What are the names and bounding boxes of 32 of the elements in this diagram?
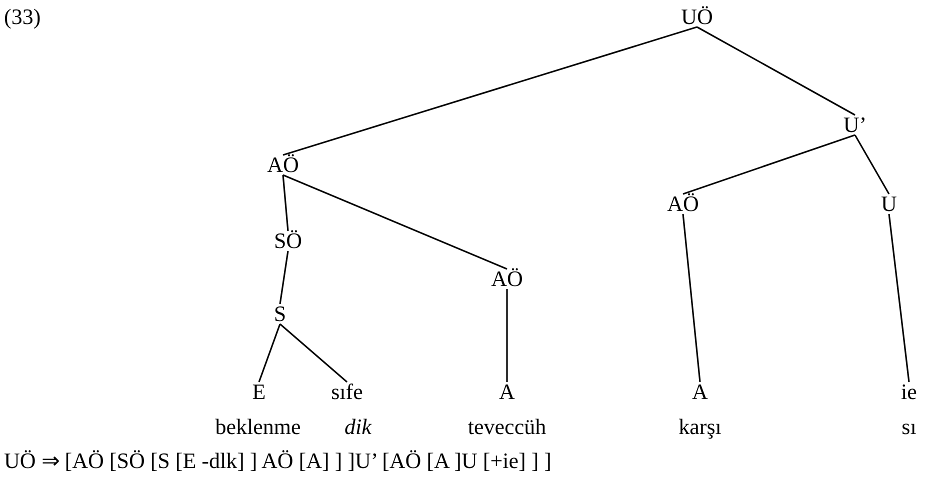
tree-branch (279, 250, 289, 304)
tree-node-label: A (692, 380, 708, 404)
gloss-word: karşı (678, 415, 722, 439)
tree-node-label: S (274, 302, 286, 326)
tree-branch (696, 26, 856, 116)
gloss-word: dik (344, 415, 372, 439)
tree-node-label: sıfe (331, 380, 363, 404)
tree-branch (682, 134, 856, 195)
gloss-word: teveccüh (468, 415, 546, 439)
tree-branch (279, 323, 348, 383)
tree-branch (854, 134, 890, 194)
tree-node-label: AÖ (667, 192, 699, 216)
tree-node-label: AÖ (491, 267, 523, 291)
tree-branch (282, 26, 698, 156)
tree-node-label: A (499, 380, 515, 404)
tree-node-label: ie (901, 380, 917, 404)
tree-branch (258, 324, 281, 382)
tree-node-label: E (252, 380, 266, 404)
tree-branch (282, 174, 289, 232)
gloss-word: beklenme (215, 415, 301, 439)
tree-node-label: SÖ (274, 229, 302, 253)
tree-node-label: UÖ (681, 5, 713, 29)
tree-branch (888, 214, 910, 382)
tree-node-label: U (881, 192, 897, 216)
tree-branch (682, 214, 701, 382)
tree-branch (506, 289, 508, 382)
gloss-word: sı (902, 415, 916, 439)
tree-node-label: AÖ (267, 153, 299, 177)
tree-branch (282, 174, 508, 270)
example-number: (33) (4, 5, 41, 29)
tree-node-label: U’ (843, 113, 867, 137)
bracket-formula: UÖ ⇒ [AÖ [SÖ [S [E -dlk] ] AÖ [A] ] ]U’ [AÖ [A ]U [+ie] ] ] (4, 449, 552, 473)
